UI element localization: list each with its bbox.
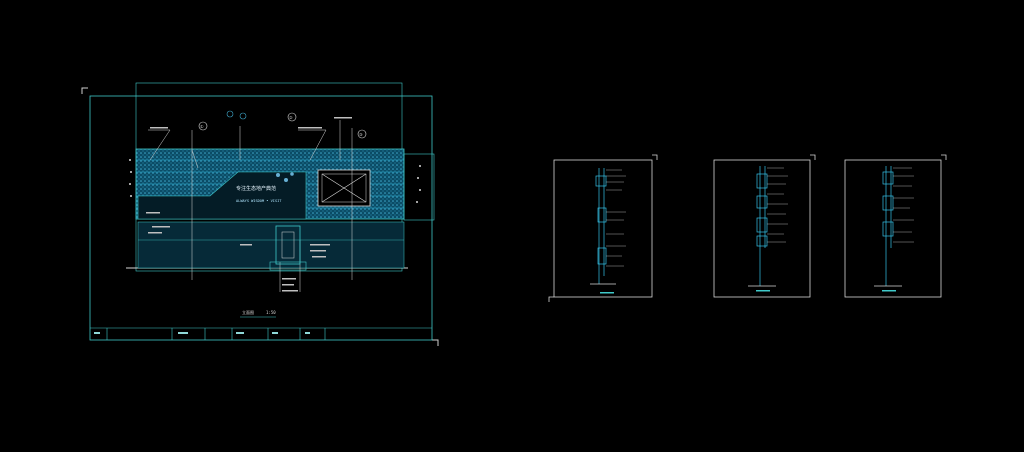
grid-marker-1: ①	[200, 124, 204, 129]
detail-sheet-3	[844, 154, 947, 298]
sign-text-en: ALWAYS WISDOM • VISIT	[236, 199, 282, 203]
grid-marker-3: ③	[359, 132, 363, 137]
sign-wall-panel: 专注生态地产典范 ALWAYS WISDOM • VISIT	[129, 148, 435, 221]
main-elevation-title: 立面图	[242, 309, 254, 315]
main-elevation-scale: 1:50	[266, 310, 276, 315]
title-block	[90, 327, 432, 340]
grid-markers	[198, 110, 367, 139]
leader-lines	[148, 120, 353, 292]
sheet-border	[89, 95, 433, 341]
detail-sheet-1	[548, 154, 658, 302]
sign-text-cn: 专注生态地产典范	[236, 185, 276, 192]
detail-sheet-2	[713, 154, 816, 298]
grid-marker-2: ②	[289, 115, 293, 120]
main-sheet: 专注生态地产典范 ALWAYS WISDOM • VISIT ① ② ③	[81, 82, 439, 346]
